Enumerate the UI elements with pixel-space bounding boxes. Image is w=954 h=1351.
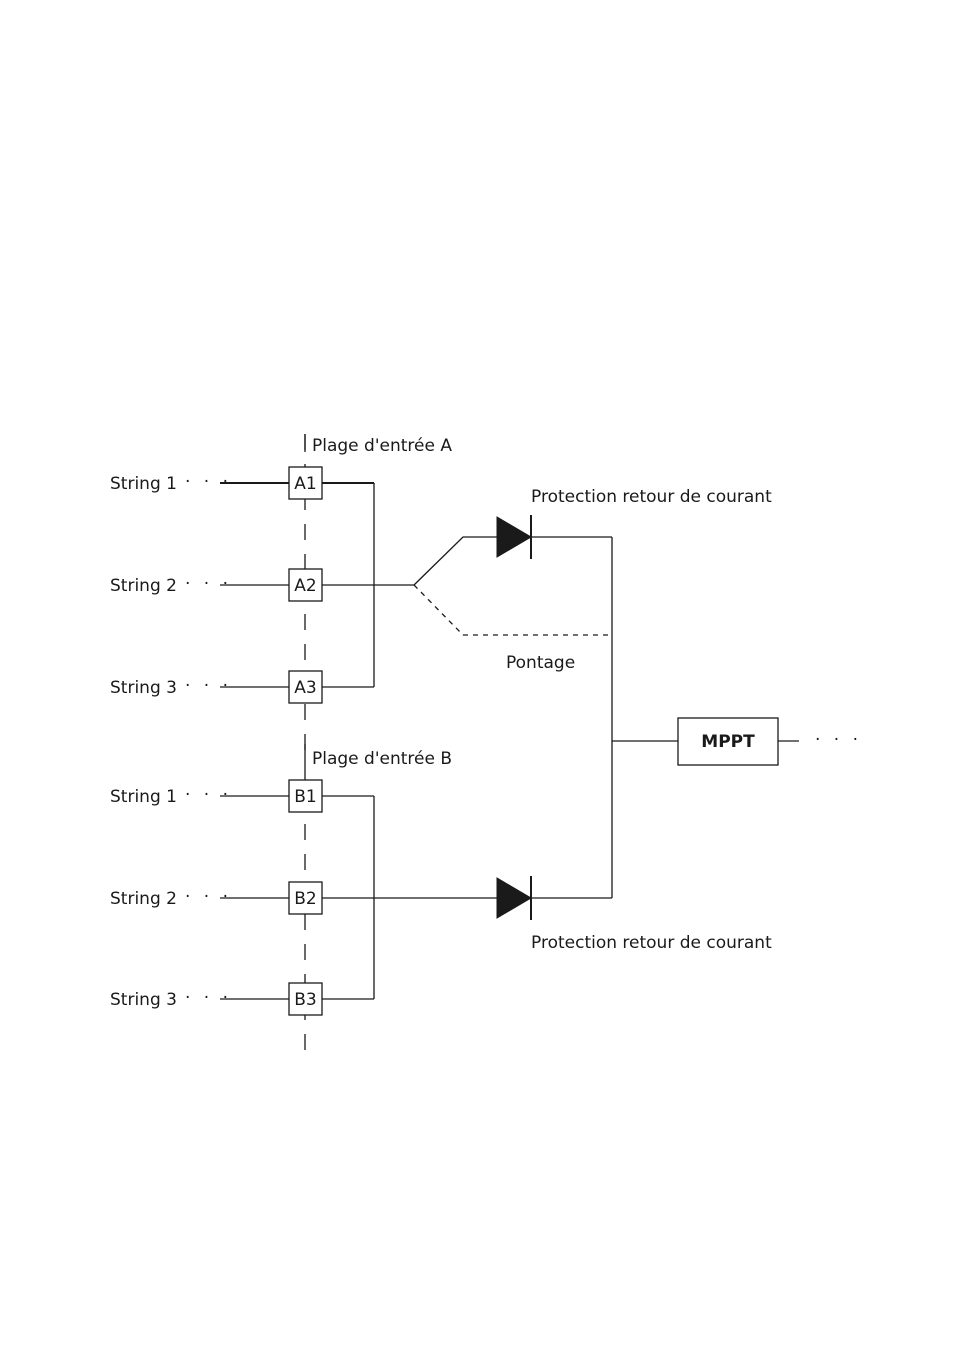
mppt-label: MPPT bbox=[701, 732, 755, 752]
input-range-b-title: Plage d'entrée B bbox=[312, 749, 452, 769]
reverse-current-diode-bottom bbox=[496, 877, 532, 919]
terminal-a1-label: A1 bbox=[294, 474, 316, 494]
switch-to-diode-a bbox=[413, 536, 497, 586]
input-range-a-title: Plage d'entrée A bbox=[312, 436, 452, 456]
string-a1-label: String 1 bbox=[110, 474, 177, 494]
string-a2-dots: · · · bbox=[185, 574, 232, 594]
string-b1-dots: · · · bbox=[185, 785, 232, 805]
terminal-b2 bbox=[288, 881, 323, 915]
terminal-a3-label: A3 bbox=[294, 678, 316, 698]
string-b2-label: String 2 bbox=[110, 889, 177, 909]
terminal-b3 bbox=[288, 982, 323, 1016]
reverse-current-diode-top bbox=[496, 516, 532, 558]
mppt-box bbox=[677, 717, 779, 766]
terminal-b1 bbox=[288, 779, 323, 813]
string-a3-label: String 3 bbox=[110, 678, 177, 698]
string-a1-dots: · · · bbox=[185, 472, 232, 492]
terminal-b2-label: B2 bbox=[294, 889, 316, 909]
string-b3-dots: · · · bbox=[185, 988, 232, 1008]
mppt-output-dots: · · · bbox=[815, 730, 862, 750]
string-b1-label: String 1 bbox=[110, 787, 177, 807]
string-a2-label: String 2 bbox=[110, 576, 177, 596]
terminal-b1-label: B1 bbox=[294, 787, 316, 807]
string-b3-label: String 3 bbox=[110, 990, 177, 1010]
terminal-a3 bbox=[288, 670, 323, 704]
terminal-a2 bbox=[288, 568, 323, 602]
diode-bottom-label: Protection retour de courant bbox=[531, 933, 772, 953]
bridge-dashed-wire bbox=[413, 584, 612, 636]
string-a3-dots: · · · bbox=[185, 676, 232, 696]
diode-top-label: Protection retour de courant bbox=[531, 487, 772, 507]
string-b2-dots: · · · bbox=[185, 887, 232, 907]
terminal-a2-label: A2 bbox=[294, 576, 316, 596]
terminal-b3-label: B3 bbox=[294, 990, 316, 1010]
bridge-label: Pontage bbox=[506, 653, 575, 673]
